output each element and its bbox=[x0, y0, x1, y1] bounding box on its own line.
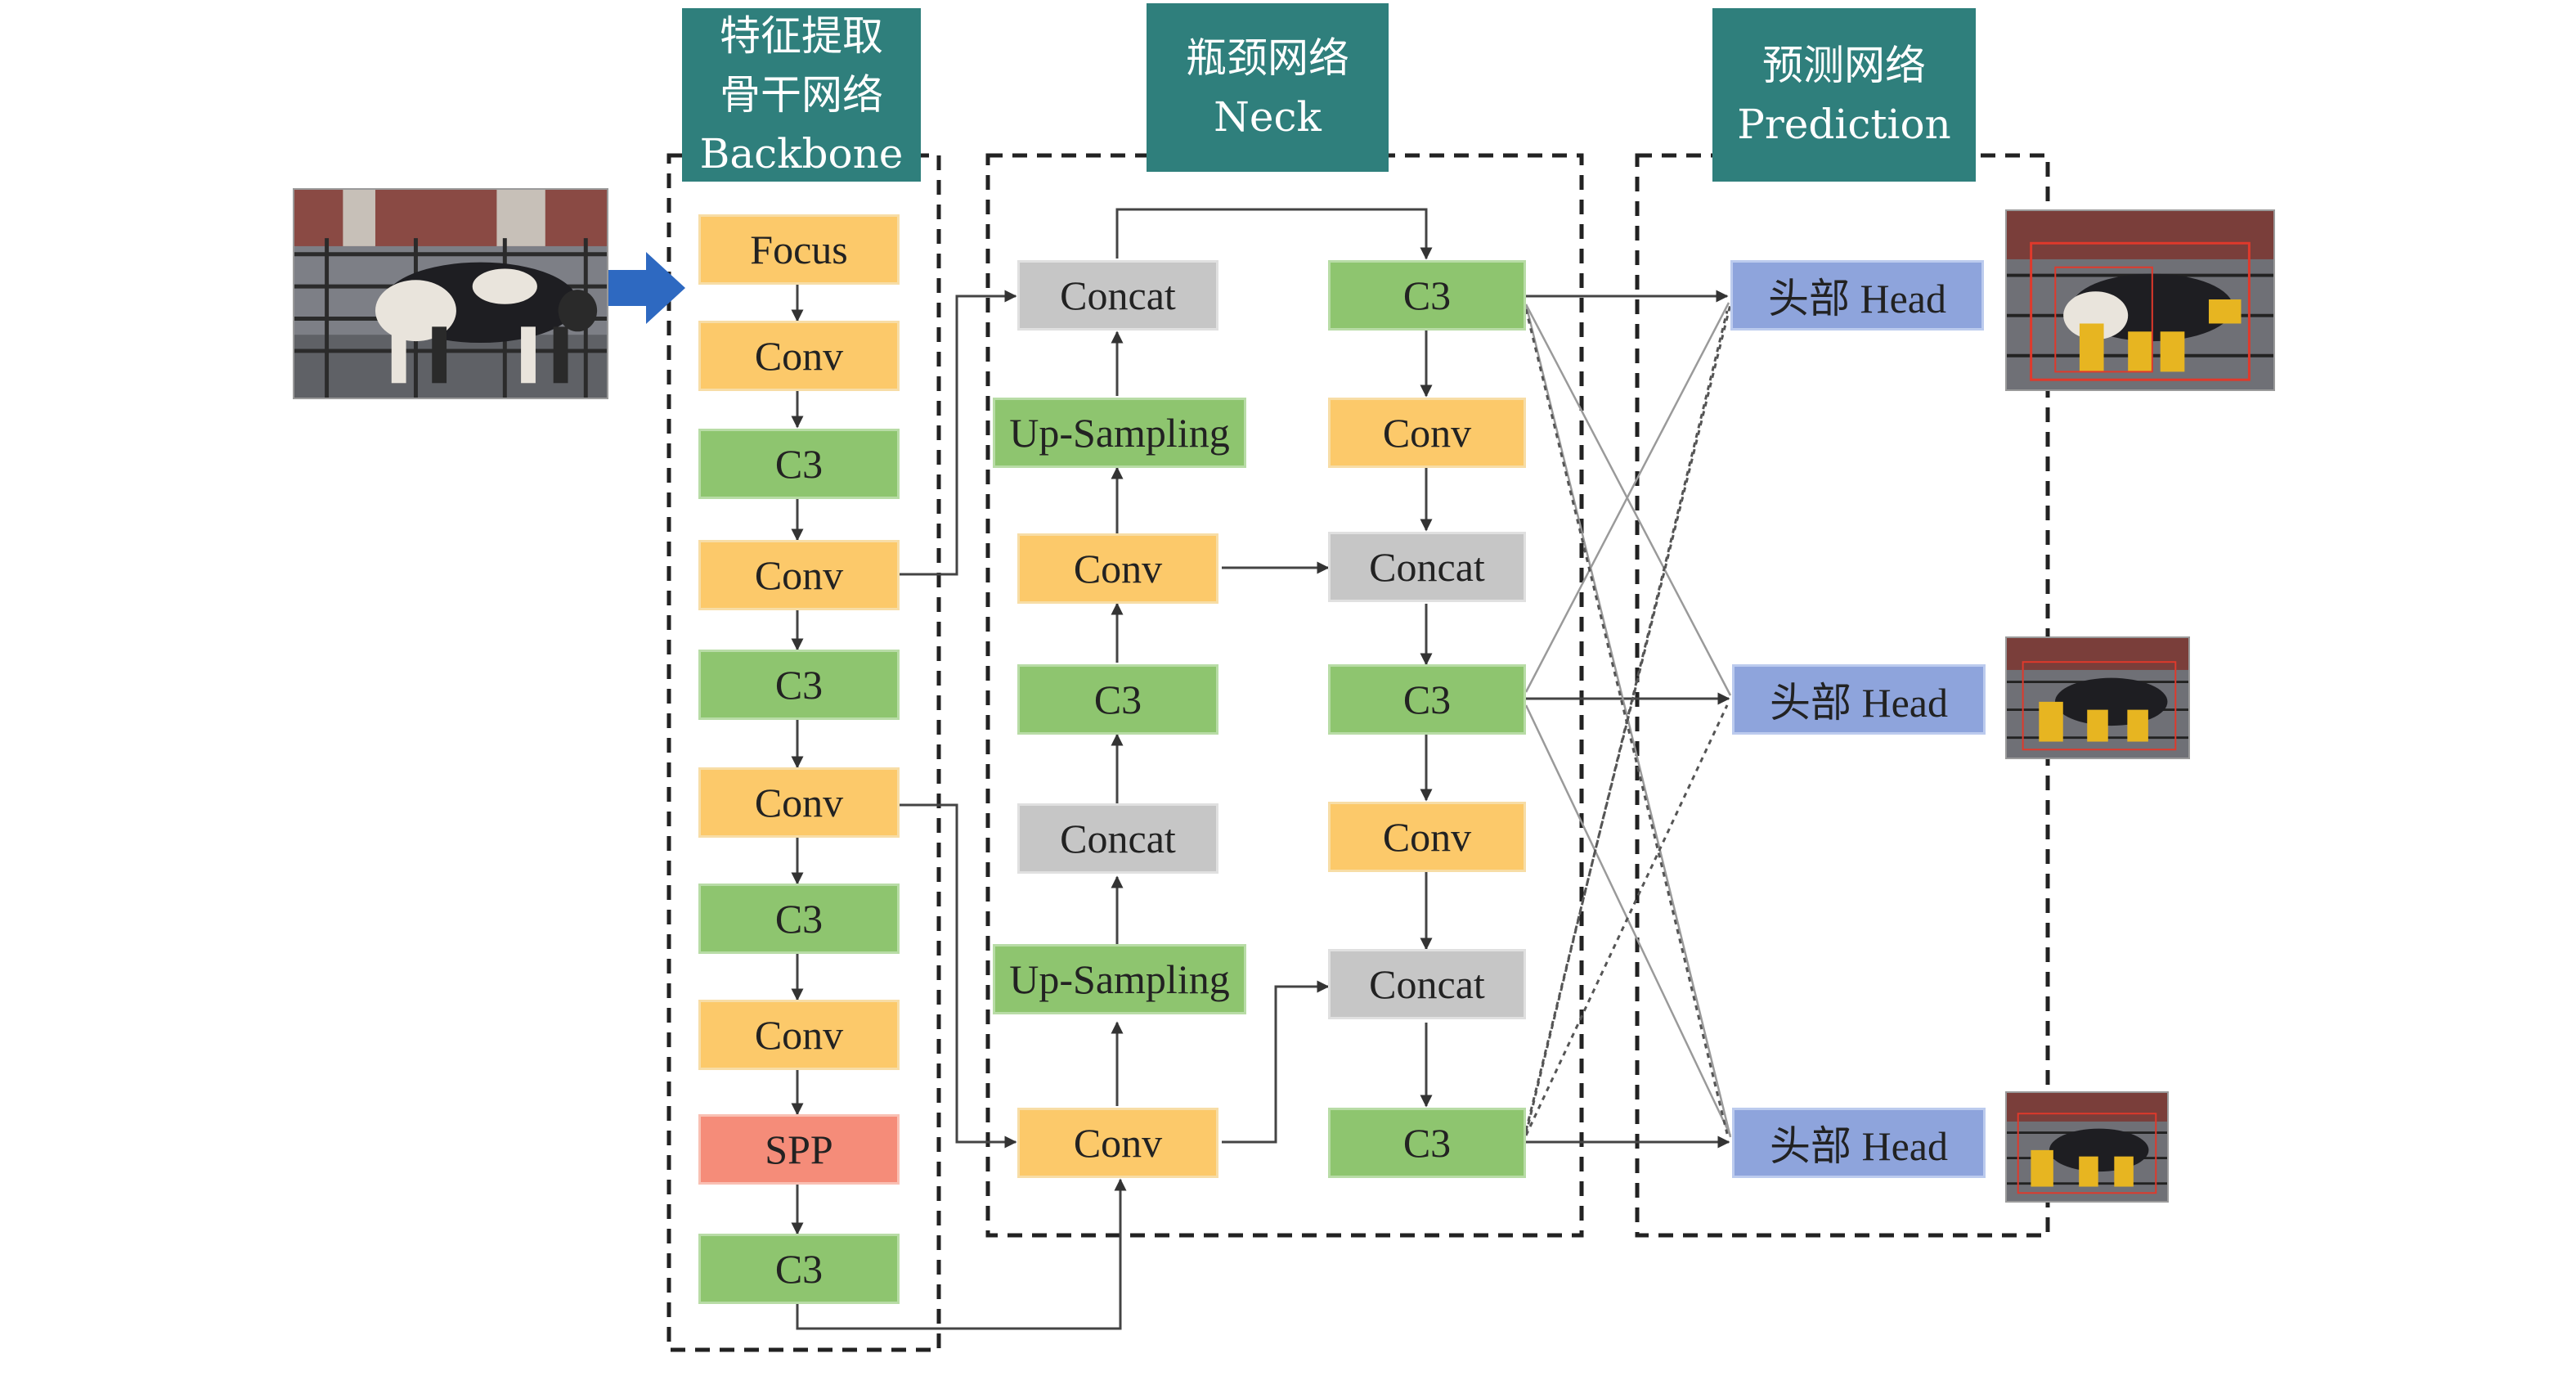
neck-c3-right-2: C3 bbox=[1328, 664, 1526, 735]
backbone-title-en: Backbone bbox=[699, 130, 904, 178]
neck-conv-right-1: Conv bbox=[1328, 398, 1526, 468]
neck-conv-left-1: Conv bbox=[1017, 533, 1218, 604]
neck-title-en: Neck bbox=[1214, 93, 1322, 141]
head-1: 头部 Head bbox=[1730, 260, 1984, 331]
prediction-title-en: Prediction bbox=[1737, 101, 1951, 148]
neck-c3-right-1: C3 bbox=[1328, 260, 1526, 331]
backbone-focus: Focus bbox=[698, 214, 900, 285]
prediction-title-cn: 预测网络 bbox=[1762, 42, 1926, 89]
input-cow-image bbox=[293, 188, 608, 399]
neck-conv-left-2: Conv bbox=[1017, 1108, 1218, 1178]
backbone-spp: SPP bbox=[698, 1114, 900, 1185]
neck-concat-1: Concat bbox=[1017, 260, 1218, 331]
backbone-c3-1: C3 bbox=[698, 429, 900, 499]
neck-upsampling-2: Up-Sampling bbox=[993, 944, 1246, 1014]
neck-concat-2: Concat bbox=[1017, 803, 1218, 874]
backbone-title-cn-2: 骨干网络 bbox=[720, 71, 883, 119]
backbone-conv-3: Conv bbox=[698, 767, 900, 838]
backbone-c3-4: C3 bbox=[698, 1234, 900, 1304]
input-arrow bbox=[608, 252, 685, 324]
neck-conv-right-2: Conv bbox=[1328, 802, 1526, 872]
head-3: 头部 Head bbox=[1732, 1108, 1986, 1178]
backbone-conv-4: Conv bbox=[698, 1000, 900, 1070]
neck-c3-right-3: C3 bbox=[1328, 1108, 1526, 1178]
output-image-small bbox=[2005, 1091, 2169, 1203]
neck-title-cn: 瓶颈网络 bbox=[1186, 34, 1349, 82]
output-image-medium bbox=[2005, 636, 2190, 759]
backbone-title-cn-1: 特征提取 bbox=[720, 12, 883, 60]
neck-concat-3: Concat bbox=[1328, 532, 1526, 602]
backbone-c3-2: C3 bbox=[698, 650, 900, 720]
backbone-header: 特征提取 骨干网络 Backbone bbox=[682, 8, 921, 182]
neck-header: 瓶颈网络 Neck bbox=[1147, 3, 1389, 172]
backbone-conv-1: Conv bbox=[698, 321, 900, 391]
prediction-header: 预测网络 Prediction bbox=[1712, 8, 1976, 182]
output-image-large bbox=[2005, 209, 2275, 391]
backbone-conv-2: Conv bbox=[698, 540, 900, 610]
neck-c3-left: C3 bbox=[1017, 664, 1218, 735]
neck-concat-4: Concat bbox=[1328, 949, 1526, 1019]
head-2: 头部 Head bbox=[1732, 664, 1986, 735]
neck-upsampling-1: Up-Sampling bbox=[993, 398, 1246, 468]
backbone-c3-3: C3 bbox=[698, 884, 900, 954]
